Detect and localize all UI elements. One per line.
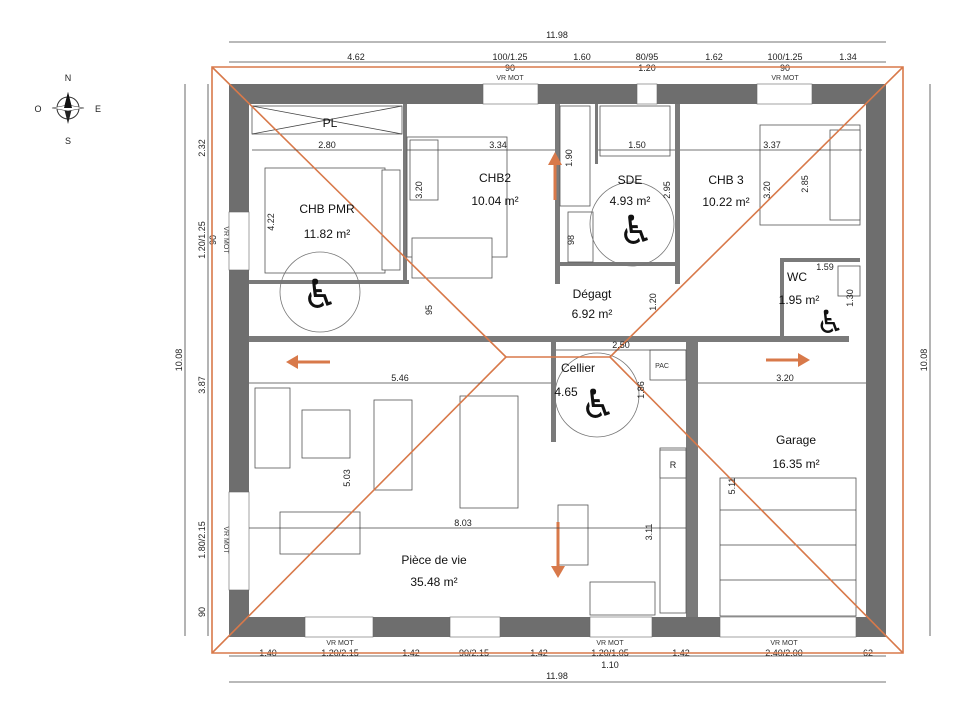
svg-text:3.11: 3.11 xyxy=(644,524,654,541)
svg-text:10.08: 10.08 xyxy=(919,349,929,372)
compass-e: E xyxy=(95,104,101,114)
svg-text:5.46: 5.46 xyxy=(391,373,409,383)
svg-text:8.03: 8.03 xyxy=(454,518,472,528)
svg-text:2.85: 2.85 xyxy=(800,175,810,193)
svg-text:1.20/1.25: 1.20/1.25 xyxy=(197,221,207,259)
dim-top-total: 11.98 xyxy=(546,30,568,40)
svg-text:1.30: 1.30 xyxy=(845,289,855,307)
svg-text:2.50: 2.50 xyxy=(612,340,630,350)
svg-text:1.62: 1.62 xyxy=(705,52,723,62)
svg-text:10.08: 10.08 xyxy=(174,349,184,372)
svg-text:1.50: 1.50 xyxy=(628,140,646,150)
room-piece-name: Pièce de vie xyxy=(401,553,467,567)
label-r: R xyxy=(670,460,677,470)
room-chb-pmr-name: CHB PMR xyxy=(299,202,355,216)
svg-text:100/1.25: 100/1.25 xyxy=(492,52,527,62)
label-pac: PAC xyxy=(655,363,669,370)
room-sde-area: 4.93 m² xyxy=(610,194,651,208)
room-garage-name: Garage xyxy=(776,433,816,447)
svg-text:2.32: 2.32 xyxy=(197,139,207,157)
svg-text:3.20: 3.20 xyxy=(762,181,772,199)
dim-bottom-total: 11.98 xyxy=(546,671,568,681)
svg-text:3.34: 3.34 xyxy=(489,140,507,150)
svg-text:80/95: 80/95 xyxy=(636,52,659,62)
direction-arrows xyxy=(286,152,810,578)
wheelchair-icon: ♿ xyxy=(816,303,845,341)
inner-dimensions: 2.80 3.34 1.90 1.50 3.37 4.22 3.20 2.95 … xyxy=(249,140,866,540)
dimension-right: 10.08 xyxy=(919,84,931,636)
svg-text:3.37: 3.37 xyxy=(763,140,781,150)
svg-text:1.34: 1.34 xyxy=(839,52,857,62)
svg-text:VR MOT: VR MOT xyxy=(222,226,229,254)
room-cellier-area: 4.65 xyxy=(554,385,578,399)
room-garage-area: 16.35 m² xyxy=(772,457,819,471)
svg-text:1.60: 1.60 xyxy=(573,52,591,62)
svg-text:1.20: 1.20 xyxy=(648,293,658,311)
svg-text:1.86: 1.86 xyxy=(636,381,646,399)
room-chb2-name: CHB2 xyxy=(479,171,511,185)
dimension-top: 11.98 4.62 100/1.25 90 1.60 80/95 1.20 1… xyxy=(229,30,886,82)
wheelchair-icon: ♿ xyxy=(302,272,338,318)
label-pl: PL xyxy=(323,116,338,130)
room-degagt-name: Dégagt xyxy=(573,287,612,301)
svg-text:1.80/2.15: 1.80/2.15 xyxy=(197,521,207,559)
dimension-bottom: 1.40 1.20/2.15 1.42 90/2.15 1.42 1.20/1.… xyxy=(229,640,886,683)
svg-text:90: 90 xyxy=(780,63,790,73)
svg-text:95: 95 xyxy=(424,305,434,315)
roof-outline xyxy=(211,66,904,654)
svg-text:1.10: 1.10 xyxy=(601,660,619,670)
svg-text:3.20: 3.20 xyxy=(414,181,424,199)
room-labels: CHB PMR 11.82 m² CHB2 10.04 m² SDE 4.93 … xyxy=(299,171,819,589)
dimension-left: 10.08 2.32 1.20/1.25 90 3.87 1.80/2.15 9… xyxy=(174,84,229,636)
svg-text:4.22: 4.22 xyxy=(266,213,276,231)
outer-walls xyxy=(228,83,886,638)
room-wc-area: 1.95 m² xyxy=(779,293,820,307)
svg-text:90: 90 xyxy=(505,63,515,73)
wheelchair-icon: ♿ xyxy=(618,208,654,254)
svg-text:1.59: 1.59 xyxy=(816,262,834,272)
svg-text:VR MOT: VR MOT xyxy=(222,526,229,554)
wheelchair-icon: ♿ xyxy=(580,382,616,428)
compass-n: N xyxy=(65,73,72,83)
svg-text:VR MOT: VR MOT xyxy=(770,640,798,647)
room-piece-area: 35.48 m² xyxy=(410,575,457,589)
room-chb3-name: CHB 3 xyxy=(708,173,744,187)
compass-s: S xyxy=(65,136,71,146)
room-chb2-area: 10.04 m² xyxy=(471,194,518,208)
svg-text:VR MOT: VR MOT xyxy=(326,640,354,647)
room-degagt-area: 6.92 m² xyxy=(572,307,613,321)
svg-text:VR MOT: VR MOT xyxy=(771,75,799,82)
svg-text:3.87: 3.87 xyxy=(197,376,207,394)
room-sde-name: SDE xyxy=(618,173,643,187)
room-cellier-name: Cellier xyxy=(561,361,595,375)
room-wc-name: WC xyxy=(787,270,807,284)
svg-text:4.62: 4.62 xyxy=(347,52,365,62)
room-chb-pmr-area: 11.82 m² xyxy=(304,227,350,241)
wheelchair-icons: ♿ ♿ ♿ ♿ xyxy=(279,181,845,438)
compass-icon: N S E O xyxy=(34,73,101,146)
svg-text:VR MOT: VR MOT xyxy=(596,640,624,647)
svg-text:1.90: 1.90 xyxy=(564,149,574,167)
svg-text:2.80: 2.80 xyxy=(318,140,336,150)
svg-text:2.95: 2.95 xyxy=(662,181,672,199)
svg-text:1.20: 1.20 xyxy=(638,63,656,73)
svg-text:5.03: 5.03 xyxy=(342,469,352,487)
room-chb3-area: 10.22 m² xyxy=(702,195,749,209)
svg-text:3.20: 3.20 xyxy=(776,373,794,383)
svg-text:5.11: 5.11 xyxy=(727,478,737,495)
svg-text:90: 90 xyxy=(197,607,207,617)
svg-text:VR MOT: VR MOT xyxy=(496,75,524,82)
svg-text:98: 98 xyxy=(566,235,576,245)
furniture: PL PAC R xyxy=(251,105,861,617)
compass-w: O xyxy=(34,104,41,114)
svg-text:90: 90 xyxy=(208,235,218,245)
svg-text:100/1.25: 100/1.25 xyxy=(767,52,802,62)
